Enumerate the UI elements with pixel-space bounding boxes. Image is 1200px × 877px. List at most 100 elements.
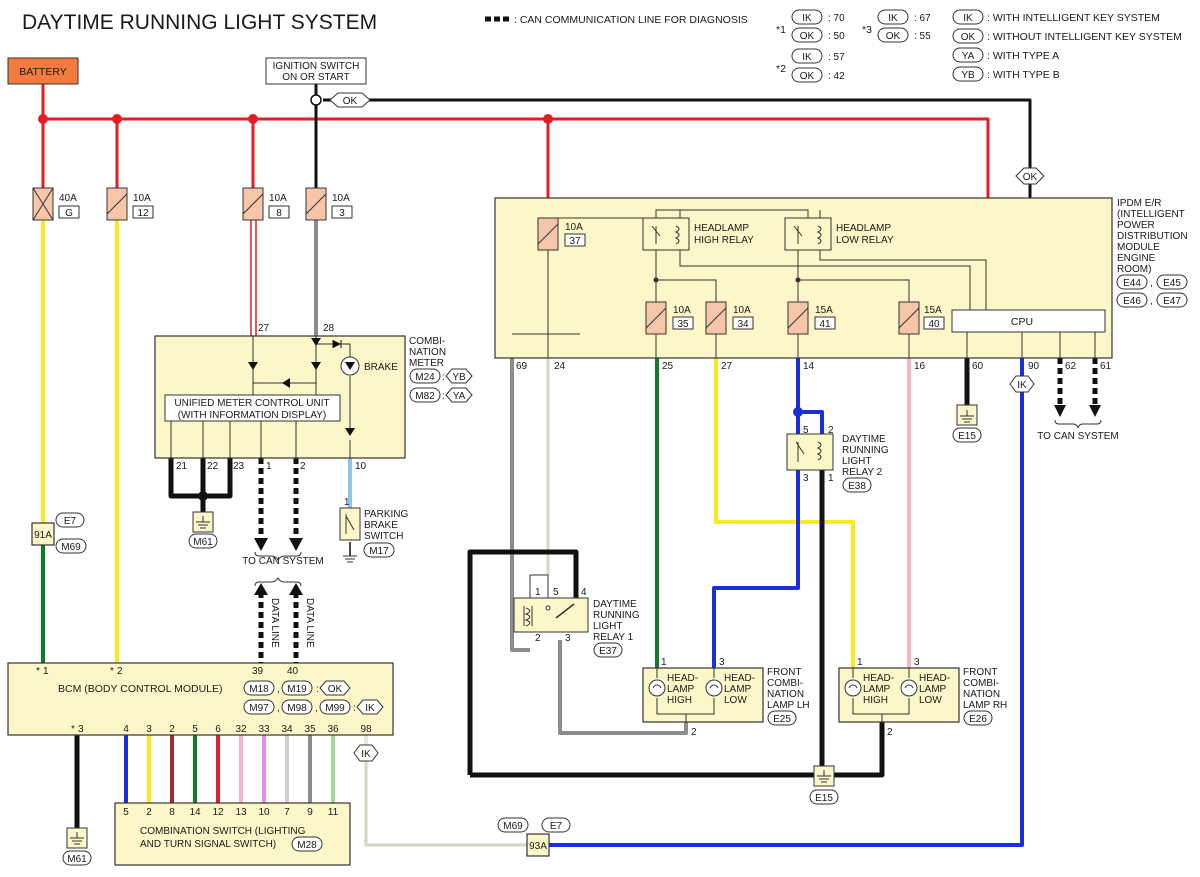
battery-label: BATTERY	[19, 66, 66, 78]
combo-pin: 11	[328, 807, 339, 818]
fuse-40a-id: G	[65, 208, 73, 219]
ipdm-pin-27: 27	[721, 361, 733, 372]
bcm-note-2-mark: *	[110, 666, 114, 677]
bcm-pin: 36	[327, 724, 339, 735]
lamp-rh-pin-1: 1	[857, 657, 863, 668]
bcm-module: * 1 * 2 39 40 BCM (BODY CONTROL MODULE) …	[7, 662, 394, 736]
fuse-10a-8-rating: 10A	[269, 193, 287, 204]
combo-pin: 2	[146, 807, 152, 818]
note-3-mark: *3	[862, 24, 872, 36]
ipdm-ik-tag	[1009, 375, 1035, 393]
bcm-tag-ok: OK	[328, 684, 343, 695]
ignition-switch-box	[265, 57, 367, 85]
drl1-conn: E37	[599, 646, 617, 657]
bcm-note-1-mark: *	[36, 666, 40, 677]
drl1-pin-5: 5	[553, 587, 559, 598]
combo-pin: 12	[212, 807, 224, 818]
headlamp-low-relay: HEADLAMP LOW RELAY	[784, 217, 894, 251]
note-1-ik-val: : 70	[828, 13, 845, 24]
parking-label-2: BRAKE	[364, 520, 398, 531]
splice-91a: 91A E7 M69	[31, 512, 87, 554]
meter-ground: M61	[188, 511, 218, 549]
combo-switch-label-2: AND TURN SIGNAL SWITCH)	[140, 839, 276, 850]
meter-pin-28: 28	[323, 323, 335, 334]
umcu-box	[164, 394, 341, 422]
bcm-pin: 4	[123, 724, 129, 735]
wire-ipdm-90-blue	[548, 392, 1024, 847]
drl2-pin-1: 1	[828, 473, 834, 484]
parking-label-1: PARKING	[364, 509, 408, 520]
note-3-ik: IK	[888, 13, 898, 24]
lamp-lh-low-2: LAMP	[724, 684, 752, 695]
parking-label-3: SWITCH	[364, 531, 403, 542]
bcm-note-3: 3	[78, 724, 84, 735]
note-1-ik: IK	[802, 13, 812, 24]
meter-brake-label: BRAKE	[364, 362, 398, 373]
ipdm-pin-24: 24	[554, 361, 566, 372]
drl2-label-4: RELAY 2	[842, 467, 883, 478]
drl2-pin-3: 3	[803, 473, 809, 484]
meter-tag-ya: YA	[453, 391, 466, 402]
splice-93a-m69: M69	[503, 821, 523, 832]
svg-text:,: ,	[1150, 296, 1153, 307]
legend-can-line: : CAN COMMUNICATION LINE FOR DIAGNOSIS	[514, 14, 748, 26]
drl-relay-2: 5 2 3 1 DAYTIME RUNNING LIGHT RELAY 2 E3…	[786, 425, 889, 493]
combo-pin: 8	[169, 807, 175, 818]
meter-name-3: METER	[409, 358, 444, 369]
note-3-ok: OK	[886, 31, 901, 42]
bcm-conn-m18: M18	[249, 684, 269, 695]
note-1-mark: *1	[776, 24, 786, 36]
drl2-label-1: DAYTIME	[842, 434, 886, 445]
splice-91a-m69: M69	[61, 542, 81, 553]
combo-switch-label-1: COMBINATION SWITCH (LIGHTING	[140, 826, 306, 837]
note-2-ik: IK	[802, 52, 812, 63]
ground-e15-label: E15	[815, 793, 833, 804]
combo-pin: 10	[258, 807, 270, 818]
ipdm-fuse-40: 15A 40	[898, 301, 945, 335]
ipdm-ground-label: E15	[958, 431, 976, 442]
legend-ok-desc: : WITHOUT INTELLIGENT KEY SYSTEM	[987, 31, 1182, 43]
bcm-conn-m19: M19	[287, 684, 307, 695]
drl2-label-2: RUNNING	[842, 445, 889, 456]
battery-box	[7, 57, 79, 85]
ignition-label-2: ON OR START	[282, 72, 349, 83]
lamp-rh-low-1: HEAD-	[919, 673, 950, 684]
ipdm-pin-14: 14	[803, 361, 815, 372]
meter-pin-27: 27	[258, 323, 270, 334]
lamp-rh-name-3: NATION	[963, 689, 1000, 700]
note-1-ok-val: : 50	[828, 31, 845, 42]
legend-ya-tag: YA	[962, 51, 975, 62]
wire-10a-8-red	[250, 220, 257, 336]
lamp-lh-conn: E25	[773, 714, 791, 725]
splice-91a-e7: E7	[64, 516, 77, 527]
ipdm-fuse-40-rating: 15A	[924, 305, 942, 316]
ignition-contact	[310, 94, 322, 106]
ipdm-fuse-34: 10A 34	[705, 301, 754, 335]
drl1-label-4: RELAY 1	[593, 632, 634, 643]
fuse-10a-12-id: 12	[137, 208, 149, 219]
bcm-bottom-pins: 4 3 2 5 6 32 33 34 35 36 98	[123, 724, 372, 735]
meter-conn-m82: M82	[415, 391, 435, 402]
wire-ignition-ok	[323, 98, 1032, 168]
note-2-ik-val: : 57	[828, 52, 845, 63]
fuse-10a-3-id: 3	[339, 208, 345, 219]
ground-e15-bottom: E15	[809, 765, 839, 805]
lamp-lh-name-4: LAMP LH	[767, 700, 810, 711]
bcm-ground-label: M61	[67, 854, 87, 865]
ipdm-fuse-37: 10A 37	[537, 217, 586, 251]
ipdm-conn-e45: E45	[1163, 278, 1181, 289]
note-2-ok: OK	[800, 71, 815, 82]
lamp-rh-pin-2: 2	[887, 727, 893, 738]
drl2-pin-2: 2	[828, 425, 834, 436]
ipdm-conn-e47: E47	[1163, 296, 1181, 307]
ipdm-name-5: MODULE	[1117, 242, 1160, 253]
drl2-pin-5: 5	[803, 425, 809, 436]
combo-pin: 5	[123, 807, 129, 818]
splice-93a-label: 93A	[529, 841, 547, 852]
ipdm-fuse-35-id: 35	[677, 319, 689, 330]
ipdm-fuse-40-id: 40	[928, 319, 940, 330]
svg-text:,: ,	[277, 684, 280, 695]
lamp-lh-high-1: HEAD-	[667, 673, 698, 684]
parking-pin-1: 1	[344, 497, 350, 508]
